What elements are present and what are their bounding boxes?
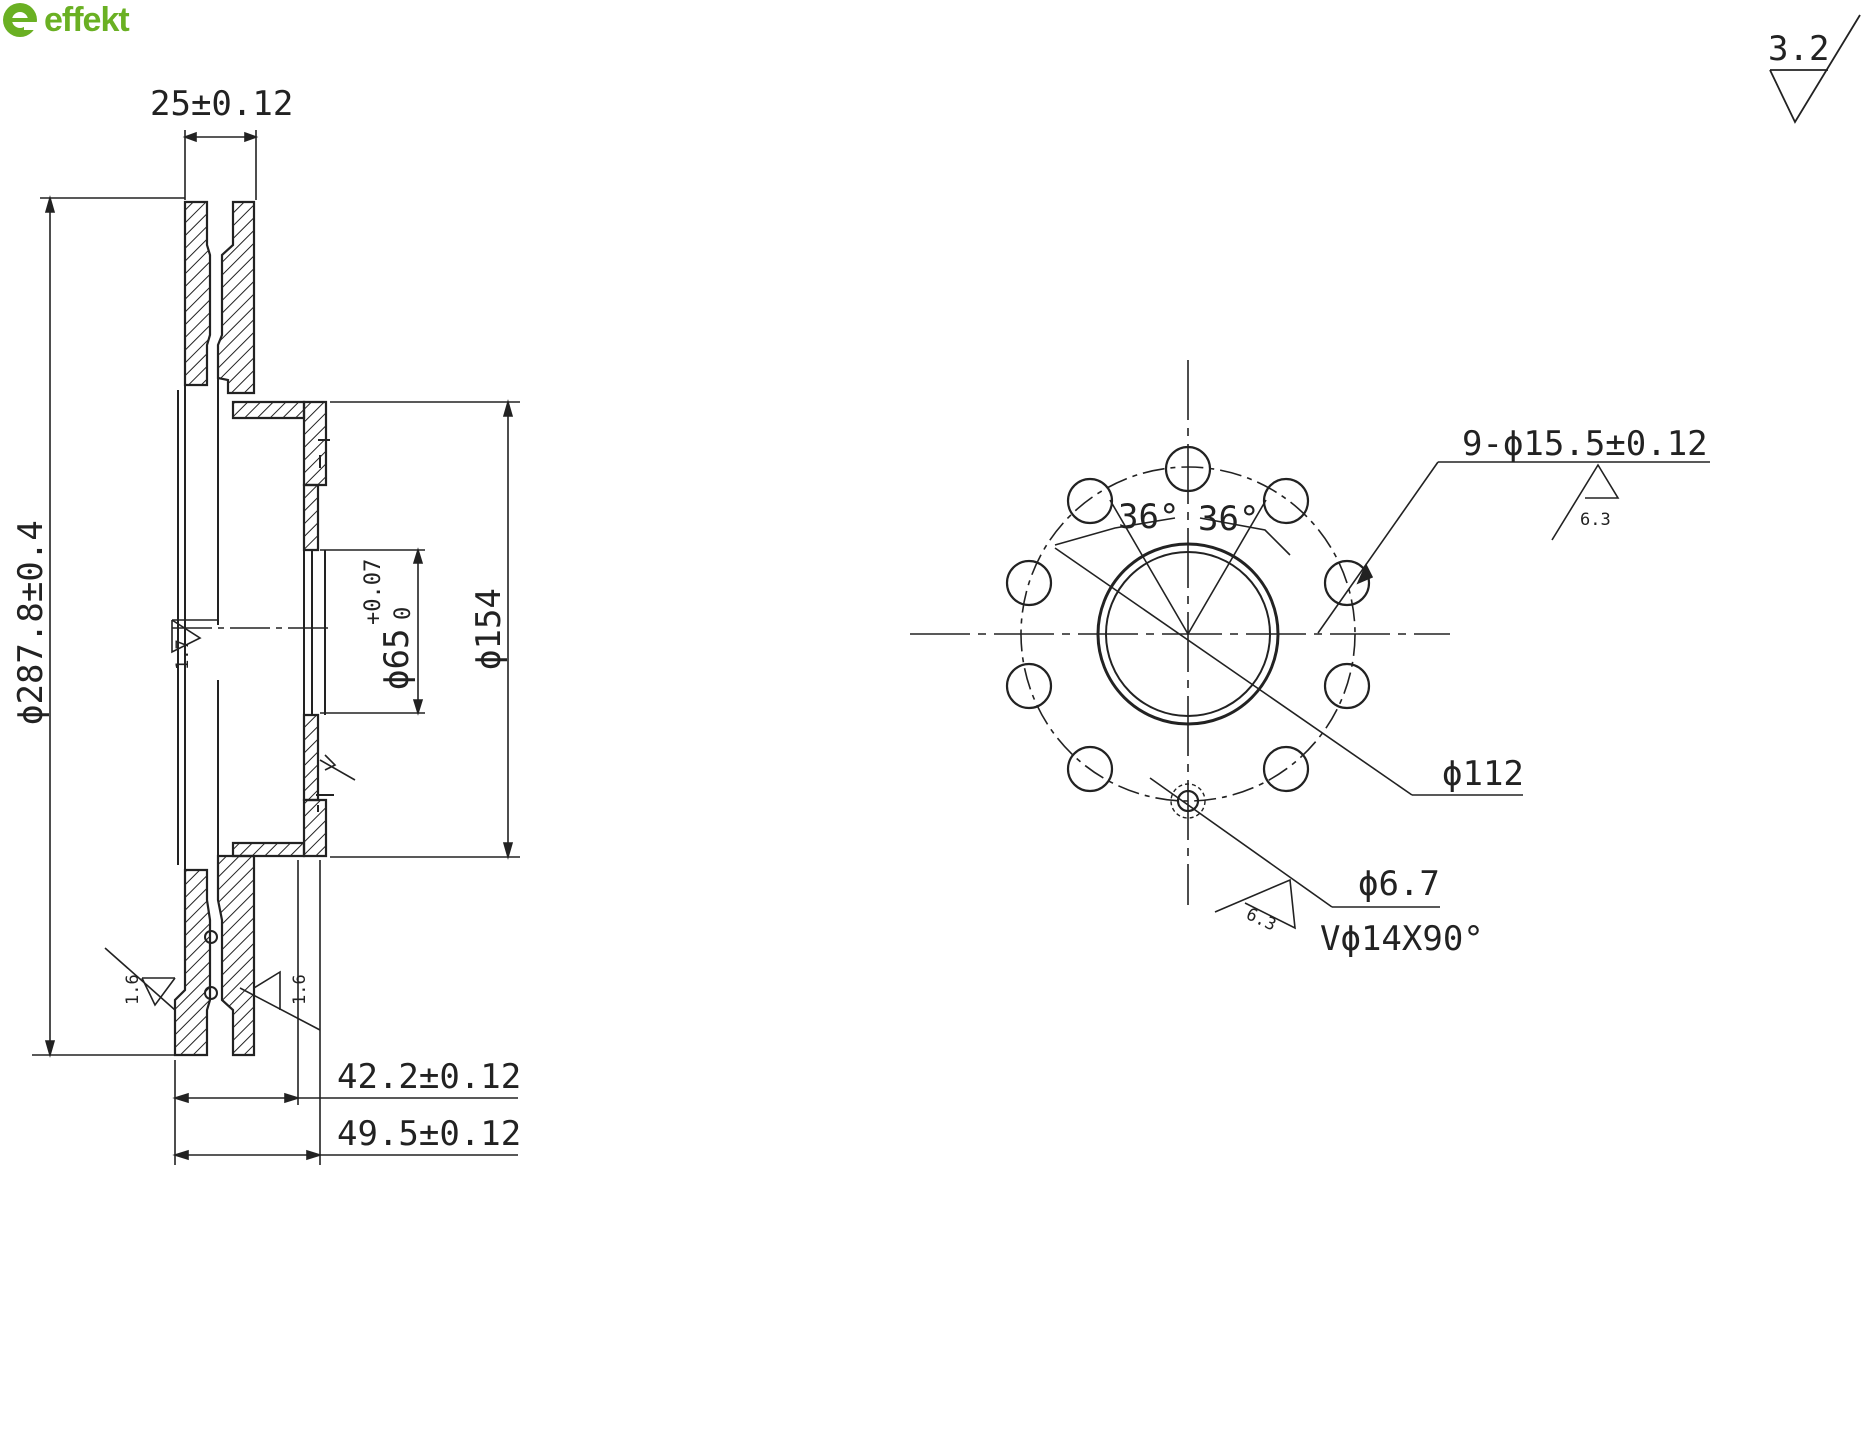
roughness-friction-right: 1.6 [290,974,310,1005]
offset-inner-label: 42.2±0.12 [337,1057,521,1097]
roughness-symbol-small-hole [1214,878,1296,930]
bolt-holes [1005,445,1371,793]
dim-center-bore [320,547,425,716]
pitch-callout-leader [1054,547,1523,796]
angle-left-label: 36° [1118,497,1179,537]
center-bore-tol-upper: +0.07 [361,559,386,625]
bolt-hole [1066,745,1114,793]
roughness-hub: 1.7 [173,639,193,670]
hat-diameter-label: ϕ154 [469,588,509,670]
small-hole-roughness: 6.3 [1243,904,1279,935]
bolt-hole [1005,662,1053,710]
countersink-label: Vϕ14X90° [1320,919,1484,959]
effekt-logo-text: effekt [44,0,130,39]
front-centerlines [910,360,1450,905]
section-hatched-walls [173,200,328,1057]
dim-overall-height [172,860,518,1165]
roughness-friction-left: 1.6 [123,974,143,1005]
section-view: 25±0.12 ϕ287.8±0.4 ϕ65 +0.07 0 [11,84,521,1165]
bolt-hole [1066,477,1114,525]
angle-right-label: 36° [1198,499,1259,539]
bolt-hole [1005,559,1053,607]
small-hole-label: ϕ6.7 [1358,864,1440,904]
roughness-symbol-friction-left [104,947,176,1011]
center-bore-inner [1105,551,1271,717]
dim-offset-inner [172,860,518,1165]
front-view: 36° 36° 9-ϕ15.5±0.12 6.3 ϕ112 ϕ6.7 Vϕ14X… [910,360,1710,959]
holes-roughness: 6.3 [1580,510,1611,530]
pitch-circle [1020,466,1356,802]
bolt-hole [1262,745,1310,793]
effekt-logo: effekt [0,0,130,40]
holes-callout-label: 9-ϕ15.5±0.12 [1462,424,1708,464]
bolt-hole [1262,477,1310,525]
effekt-logo-icon [3,3,38,37]
roughness-symbol-hub-right [319,754,356,781]
dim-outer-diameter [32,195,185,1058]
angle-leaders [1054,499,1291,635]
dim-disc-width [182,130,259,200]
center-bore-label: ϕ65 [377,629,417,690]
general-roughness-label: 3.2 [1768,29,1829,69]
overall-height-label: 49.5±0.12 [337,1114,521,1154]
dim-hat-diameter [330,399,520,860]
bolt-hole [1323,662,1371,710]
roughness-symbol-hub [171,619,218,654]
roughness-symbol-holes [1551,463,1620,541]
pitch-circle-label: ϕ112 [1442,754,1524,794]
small-hole [1170,783,1206,819]
disc-width-label: 25±0.12 [150,84,293,124]
bolt-hole [1323,559,1371,607]
center-bore-tol-lower: 0 [391,607,416,620]
bolt-hole [1164,445,1212,493]
small-hole-callout-leader [1149,777,1440,908]
general-roughness-symbol [1769,14,1861,124]
holes-callout-leader [1317,461,1710,634]
outer-diameter-label: ϕ287.8±0.4 [11,520,51,725]
center-bore-outer [1096,542,1280,726]
roughness-symbol-friction-right [239,970,321,1031]
